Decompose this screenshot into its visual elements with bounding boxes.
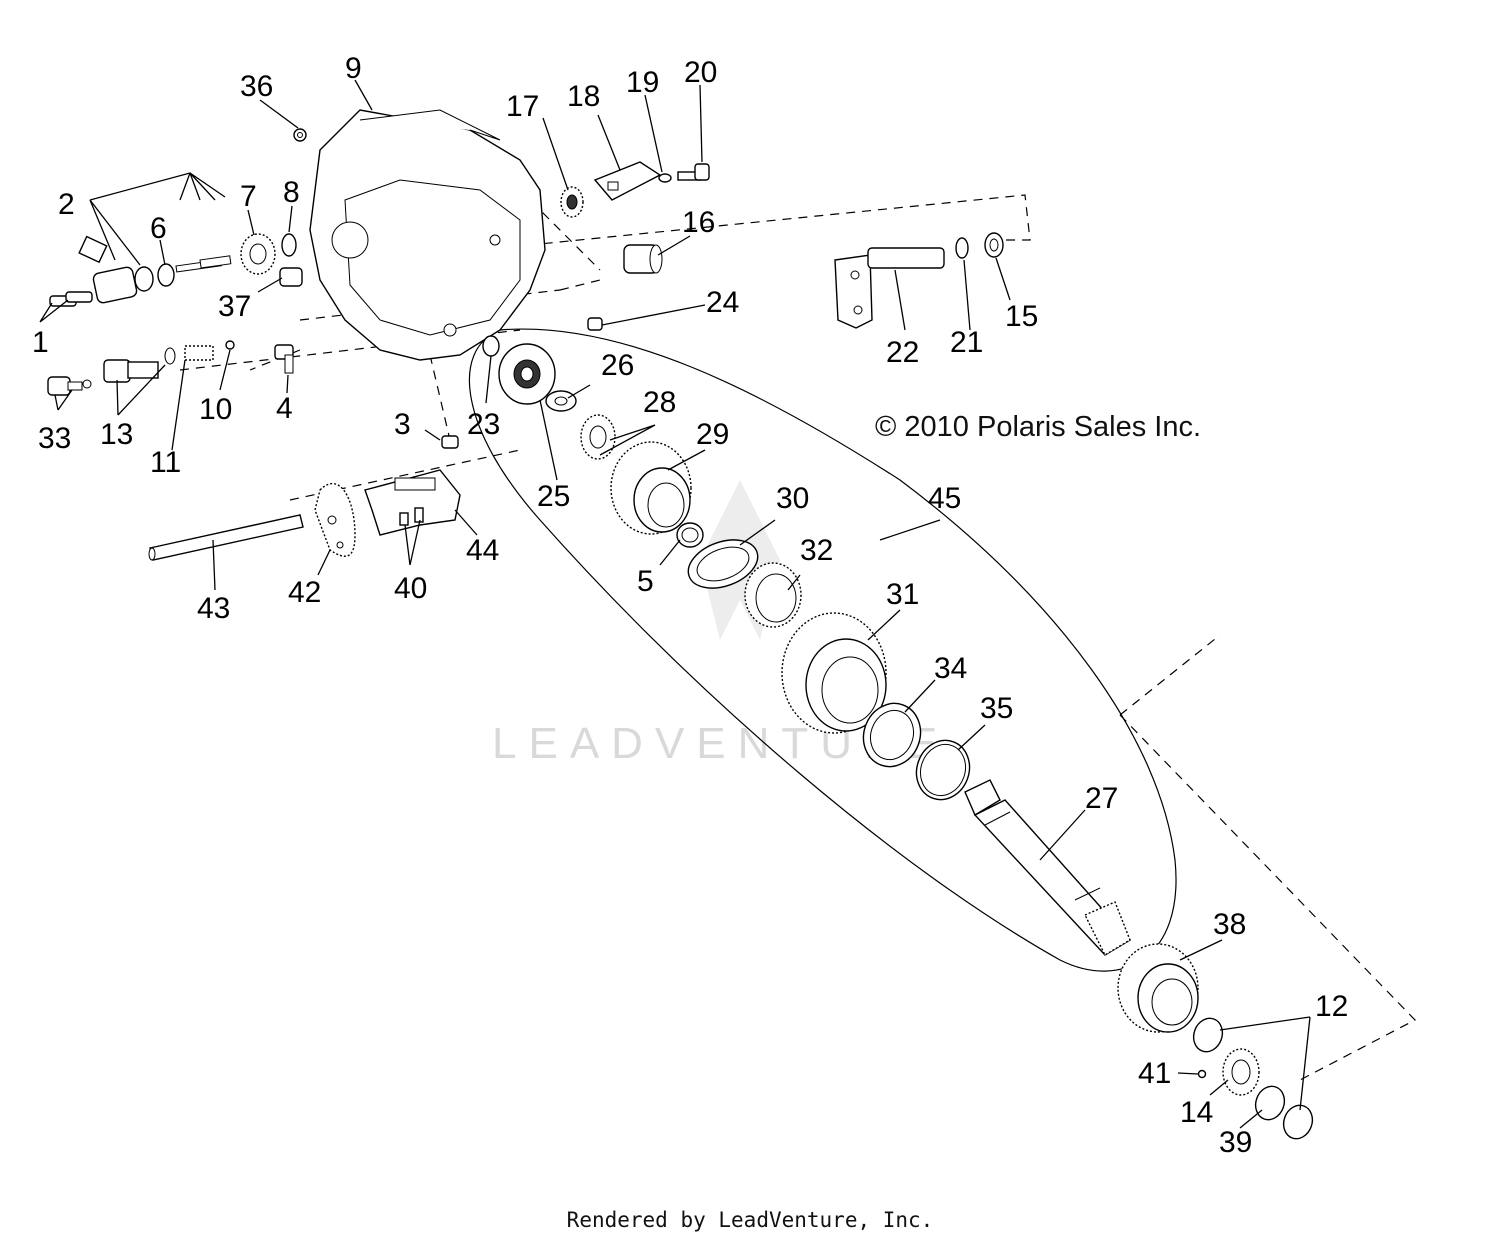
callout-27: 27	[1085, 782, 1118, 815]
callout-38: 38	[1213, 908, 1246, 941]
part-7-gear	[240, 233, 276, 275]
callout-30: 30	[776, 482, 809, 515]
callout-3: 3	[394, 408, 411, 441]
callout-9: 9	[345, 52, 362, 85]
part-19-washer	[658, 173, 672, 183]
callout-24: 24	[706, 286, 739, 319]
callout-14: 14	[1180, 1096, 1213, 1129]
part-13-plug	[103, 347, 176, 383]
callout-8: 8	[283, 176, 300, 209]
part-25-bearing	[498, 343, 556, 405]
callout-4: 4	[276, 392, 293, 425]
part-22-shift-shaft	[834, 247, 945, 329]
part-31-gear	[781, 612, 887, 734]
callout-36: 36	[240, 70, 273, 103]
leader-lines	[39, 79, 1311, 1129]
part-14-needle-bearing	[1222, 1048, 1260, 1096]
callout-39: 39	[1219, 1126, 1252, 1159]
part-35-snap-ring	[915, 739, 971, 801]
part-16-bushing	[623, 244, 663, 274]
part-38-gear	[1117, 943, 1199, 1033]
callout-1: 1	[32, 326, 49, 359]
callout-25: 25	[537, 480, 570, 513]
part-44-shift-fork	[364, 469, 461, 536]
part-2-cover-assembly	[78, 235, 232, 304]
callout-35: 35	[980, 692, 1013, 725]
callout-41: 41	[1138, 1057, 1171, 1090]
callout-18: 18	[567, 80, 600, 113]
gearcase-housing	[309, 109, 546, 361]
callout-17: 17	[506, 90, 539, 123]
footer-credit: Rendered by LeadVenture, Inc.	[566, 1208, 934, 1232]
callout-15: 15	[1005, 300, 1038, 333]
part-42-sector-gear	[314, 482, 356, 557]
part-26-washer	[545, 390, 577, 412]
callout-labels: 1 2 3 4 5 6 7 8 9 10 11 12 13 14 15 16 1…	[32, 52, 1348, 1159]
callout-34: 34	[934, 652, 967, 685]
part-15-washer	[984, 232, 1004, 258]
callout-7: 7	[240, 180, 257, 213]
callout-16: 16	[682, 206, 715, 239]
callout-45: 45	[928, 482, 961, 515]
part-3-nut	[441, 435, 459, 449]
part-30-thrust-washer	[687, 539, 759, 589]
part-28-needle-bearing	[580, 414, 616, 460]
part-4-bolt	[274, 344, 294, 374]
part-11-spring	[184, 345, 214, 361]
callout-26: 26	[601, 349, 634, 382]
callout-29: 29	[696, 418, 729, 451]
part-21-clip	[955, 237, 969, 259]
part-17-seal	[560, 186, 584, 218]
part-12-snap-ring-upper	[1192, 1017, 1224, 1053]
callout-6: 6	[150, 212, 167, 245]
callout-40: 40	[394, 572, 427, 605]
callout-2: 2	[58, 188, 75, 221]
callout-21: 21	[950, 326, 983, 359]
callout-10: 10	[199, 393, 232, 426]
part-29-gear	[610, 441, 692, 535]
callout-22: 22	[886, 336, 919, 369]
part-18-lever	[593, 161, 662, 201]
part-8-oring	[281, 233, 297, 257]
callout-20: 20	[684, 56, 717, 89]
part-27-main-shaft	[964, 779, 1132, 956]
callout-13: 13	[100, 418, 133, 451]
callout-28: 28	[643, 386, 676, 419]
callout-31: 31	[886, 578, 919, 611]
copyright-text: © 2010 Polaris Sales Inc.	[875, 411, 1201, 443]
callout-12: 12	[1315, 990, 1348, 1023]
part-36-washer	[293, 128, 307, 142]
part-34-ring	[862, 702, 922, 768]
callout-33: 33	[38, 422, 71, 455]
part-37-bushing	[279, 267, 303, 287]
callout-11: 11	[150, 446, 181, 479]
part-33-bolt	[47, 376, 92, 396]
part-39-washer	[1254, 1085, 1286, 1121]
callout-44: 44	[466, 534, 499, 567]
part-23-clip	[482, 335, 500, 357]
part-43-rod	[148, 514, 304, 561]
part-10-ball	[225, 340, 235, 350]
callout-43: 43	[197, 592, 230, 625]
callout-19: 19	[626, 66, 659, 99]
part-41-ball	[1197, 1069, 1207, 1079]
part-24-pin	[587, 317, 603, 331]
part-5-washer	[676, 522, 704, 548]
callout-5: 5	[637, 565, 654, 598]
callout-23: 23	[467, 408, 500, 441]
part-1-bolts	[49, 291, 93, 307]
part-32-ring-gear	[744, 562, 802, 628]
part-12-snap-ring-lower	[1282, 1104, 1314, 1140]
callout-37: 37	[218, 290, 251, 323]
callout-42: 42	[288, 576, 321, 609]
callout-32: 32	[800, 534, 833, 567]
part-20-bolt	[677, 163, 710, 181]
